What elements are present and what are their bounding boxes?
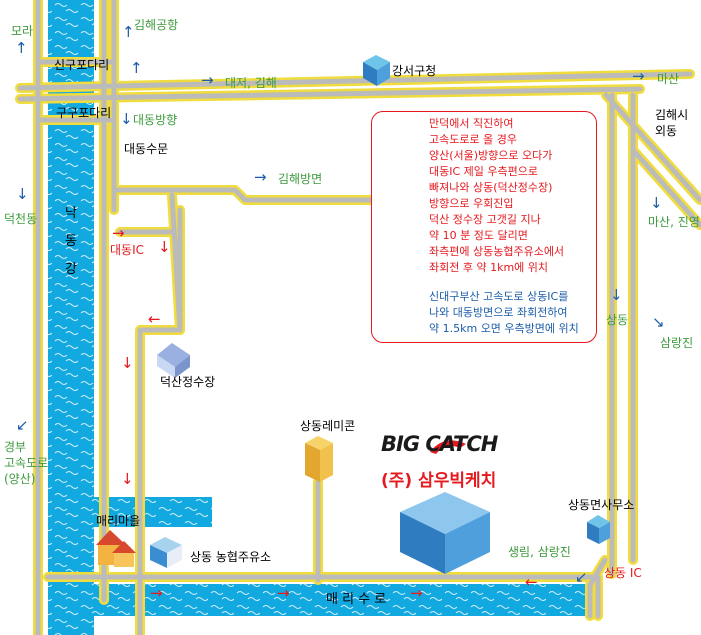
label-gyeongbu-3: (양산) — [4, 472, 36, 486]
remicon-tower-icon — [305, 436, 333, 482]
directions-line: 좌회전 후 약 1km에 위치 — [429, 261, 549, 274]
label-masan-jinyeong: 마산, 진영 — [648, 215, 700, 229]
label-daedong-ic: 대동IC — [110, 243, 144, 257]
river-char: 낙 — [65, 206, 77, 221]
label-deoksan-plant: 덕산정수장 — [160, 375, 216, 389]
directions-line: 양산(서울)방향으로 오다가 — [429, 149, 553, 162]
label-daedong-direction: 대동방향 — [133, 113, 178, 127]
logo-swoosh — [430, 440, 466, 454]
label-masan-top: 마산 — [657, 72, 680, 86]
label-mari-road: 매 리 수 로 — [326, 592, 387, 607]
directions-line: 좌측편에 상동농협주유소에서 — [429, 245, 565, 258]
directions-line: 대동IC 제일 우측편으로 — [429, 165, 538, 178]
company-name: (주) 삼우빅케치 — [381, 471, 497, 491]
directions-line: 만덕에서 직진하여 — [429, 117, 514, 130]
arrow-up-icon: ↑ — [130, 59, 143, 77]
label-gugupo-bridge: 구구포다리 — [56, 106, 112, 120]
arrow-down-icon: ↓ — [158, 238, 171, 256]
directions-line: 나와 대동방면으로 좌회전하여 — [429, 306, 568, 319]
arrow-down-icon: ↓ — [610, 286, 623, 304]
directions-line: 약 10 분 정도 달리면 — [429, 229, 528, 242]
gas-station-icon — [150, 537, 182, 568]
label-saengrim-samrangjin: 생림, 삼랑진 — [508, 545, 571, 559]
label-mari-village: 매리마을 — [96, 514, 141, 528]
label-oedong: 외동 — [655, 124, 678, 138]
arrow-up-icon: ↑ — [122, 23, 135, 41]
river-char: 강 — [65, 262, 77, 277]
label-gyeongbu-2: 고속도로 — [4, 456, 49, 470]
arrow-left-icon: ← — [525, 573, 538, 591]
label-mora: 모라 — [11, 24, 34, 38]
directions-box — [371, 111, 597, 343]
label-sangdong-right: 상동 — [606, 313, 629, 327]
arrow-down-icon: ↓ — [650, 194, 663, 212]
river-char: 동 — [65, 234, 77, 249]
label-gangseo-office: 강서구청 — [392, 64, 437, 78]
arrow-left-icon: ← — [148, 310, 161, 328]
label-daejeo-gimhae: 대저, 김해 — [225, 76, 277, 90]
road-network — [15, 0, 701, 635]
gangseo-office-icon — [363, 55, 390, 86]
arrow-down-icon: ↓ — [121, 470, 134, 488]
mari-village-icon — [96, 530, 136, 567]
label-gimhae-airport: 김해공항 — [134, 18, 179, 32]
arrow-right-icon: → — [254, 168, 267, 186]
arrow-down-icon: ↓ — [16, 185, 29, 203]
label-sangdong-remicon: 상동레미콘 — [300, 419, 356, 433]
label-gimhae-si: 김해시 — [655, 108, 689, 122]
arrow-right-icon: → — [277, 584, 290, 602]
label-gyeongbu-1: 경부 — [4, 440, 27, 454]
directions-line: 덕산 정수장 고갯길 지나 — [429, 213, 541, 226]
label-samrangjin: 삼랑진 — [660, 336, 694, 350]
label-daedong-gate: 대동수문 — [124, 142, 169, 156]
company-logo: BIG CATCH — [381, 432, 498, 456]
directions-line: 고속도로로 올 경우 — [429, 133, 517, 146]
arrow-right-icon: → — [150, 584, 163, 602]
mari-waterway — [48, 584, 598, 616]
label-sangdong-office: 상동면사무소 — [568, 498, 635, 512]
directions-line: 약 1.5km 오면 우측방면에 위치 — [429, 322, 579, 335]
company-building-icon — [400, 492, 490, 574]
arrow-up-icon: ↑ — [15, 39, 28, 57]
water-plant-icon — [157, 343, 190, 378]
directions-line: 빠져나와 상동(덕산정수장) — [429, 181, 553, 194]
arrow-down-icon: ↓ — [120, 110, 133, 128]
label-gimhae-direction: 김해방면 — [278, 172, 323, 186]
label-nonghyup-station: 상동 농협주유소 — [190, 550, 272, 564]
label-singupo-bridge: 신구포다리 — [54, 58, 110, 72]
arrow-down-right-icon: ↘ — [652, 313, 665, 331]
arrow-right-icon: → — [201, 71, 214, 89]
sangdong-office-icon — [587, 515, 610, 544]
arrow-down-left-icon: ↙ — [16, 416, 29, 434]
label-sangdong-ic: 상동 IC — [604, 566, 642, 580]
arrow-down-icon: ↓ — [121, 354, 134, 372]
arrow-right-icon: → — [410, 584, 423, 602]
river-label: 낙 동 강 — [63, 200, 79, 284]
nakdong-river — [48, 0, 212, 635]
arrow-down-left-icon: ↙ — [575, 568, 588, 586]
arrow-right-icon: → — [112, 224, 125, 242]
directions-line: 방향으로 우회진입 — [429, 197, 514, 210]
label-deokcheon: 덕천동 — [4, 212, 38, 226]
arrow-right-icon: → — [632, 67, 645, 85]
directions-line: 신대구부산 고속도로 상동IC를 — [429, 290, 569, 303]
